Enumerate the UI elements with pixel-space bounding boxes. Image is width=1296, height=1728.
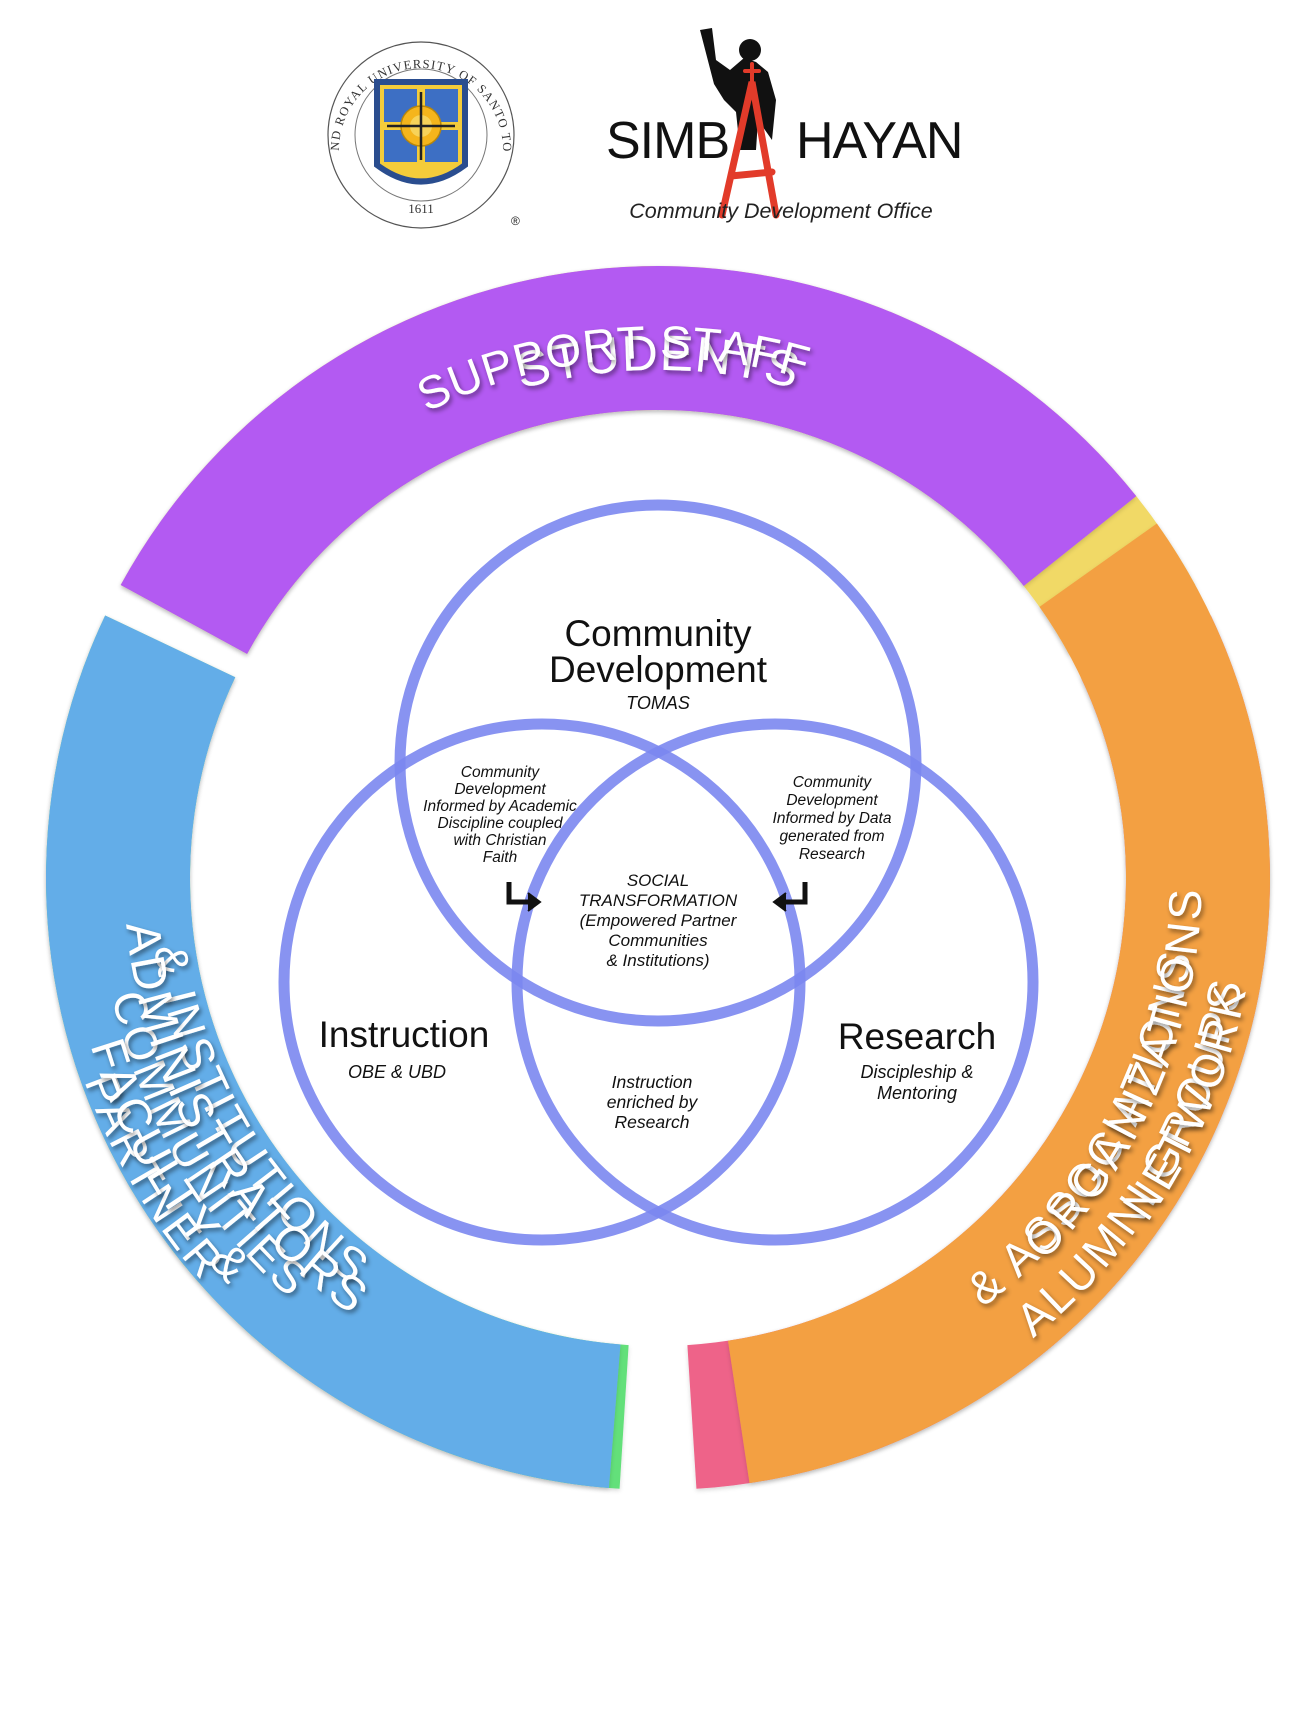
overlap-left-line4: Discipline coupled <box>438 815 564 832</box>
simbahayan-logo: SIMB HAYAN Community Development Office <box>606 28 963 223</box>
overlap-left-line3: Informed by Academic <box>423 798 577 815</box>
center-line3: (Empowered Partner <box>580 911 738 930</box>
registered-mark: ® <box>511 214 520 228</box>
overlap-bottom-line3: Research <box>615 1112 690 1132</box>
house-cross-icon <box>718 62 780 219</box>
research-sub-line2: Mentoring <box>877 1083 957 1103</box>
overlap-right-line3: Informed by Data <box>773 810 892 827</box>
overlap-right-line4: generated from <box>779 828 884 845</box>
overlap-right-line1: Community <box>793 774 873 791</box>
center-line4: Communities <box>608 931 708 950</box>
ring-segment-faculty <box>45 615 621 1489</box>
instruction-title: Instruction <box>319 1014 490 1055</box>
overlap-right-line5: Research <box>799 846 865 863</box>
arrow-right-icon <box>772 882 808 912</box>
center-line1: SOCIAL <box>627 871 689 890</box>
overlap-left-line2: Development <box>454 781 546 798</box>
seal-year: 1611 <box>408 201 434 216</box>
center-line2: TRANSFORMATION <box>579 891 738 910</box>
center-line5: & Institutions) <box>607 951 710 970</box>
research-sub-line1: Discipleship & <box>860 1062 973 1082</box>
venn-diagram <box>278 499 1039 1246</box>
overlap-left-line6: Faith <box>483 849 517 866</box>
instruction-sub: OBE & UBD <box>348 1062 446 1082</box>
community-title-line2: Development <box>549 649 768 690</box>
ust-seal-logo: PONTIFICAL AND ROYAL UNIVERSITY OF SANTO… <box>0 0 520 229</box>
arrow-left-icon <box>506 882 542 912</box>
overlap-bottom-line1: Instruction <box>612 1072 693 1092</box>
overlap-left-line1: Community <box>461 764 541 781</box>
overlap-right-line2: Development <box>786 792 878 809</box>
simbahayan-subtitle: Community Development Office <box>629 199 933 223</box>
overlap-bottom-line2: enriched by <box>607 1092 699 1112</box>
overlap-left-line5: with Christian <box>453 832 546 849</box>
research-title: Research <box>838 1016 996 1057</box>
venn-circle-research <box>511 718 1039 1246</box>
ring-segment-support <box>120 265 1137 654</box>
stakeholder-ring <box>45 265 1271 1489</box>
venn-circle-instruction <box>278 718 806 1246</box>
community-sub: TOMAS <box>626 693 690 713</box>
simbahayan-name-right: HAYAN <box>796 112 962 170</box>
simbahayan-name-left: SIMB <box>606 112 729 170</box>
ring-segment-network <box>727 523 1270 1484</box>
community-title-line1: Community <box>564 613 752 654</box>
